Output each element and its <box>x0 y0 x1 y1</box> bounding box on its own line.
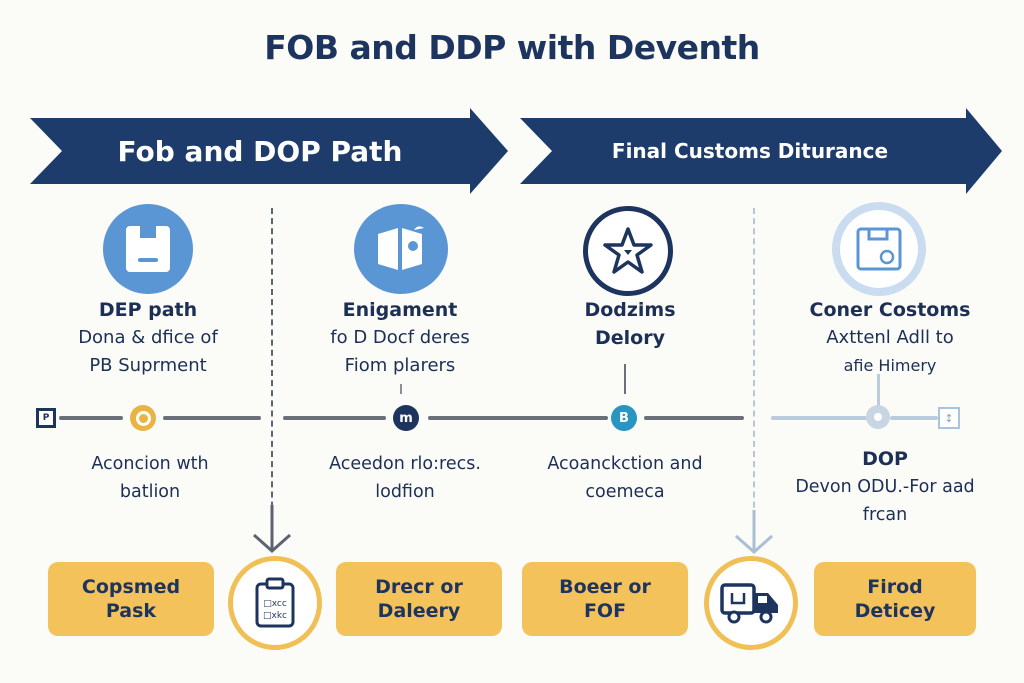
clipboard-checklist-icon: □xcc □xkc <box>255 577 295 628</box>
timeline-segment <box>163 416 261 420</box>
lower-text-line: lodfion <box>375 482 435 502</box>
lower-text-line: Devon ODU.-For aad <box>795 477 975 497</box>
column-body-line: afie Himery <box>843 356 937 375</box>
banner-label: Final Customs Diturance <box>611 139 889 163</box>
pill-line: Copsmed <box>81 576 181 598</box>
clipboard-row: □xcc <box>263 599 287 609</box>
connector-tick <box>877 374 880 410</box>
timeline-node-1[interactable] <box>130 405 156 431</box>
pill-line: Deticey <box>854 600 936 622</box>
column-heading: DEP path <box>98 299 198 321</box>
lower-text-line: frcan <box>862 505 908 525</box>
pill-line: Pask <box>105 600 157 622</box>
column-icon-2 <box>354 204 448 294</box>
pill-line: Daleery <box>377 600 461 622</box>
clipboard-row: □xkc <box>263 611 287 621</box>
column-text-3: Dodzims Delory <box>520 296 740 352</box>
down-arrow-icon <box>253 505 291 554</box>
banner-arrow-shape <box>30 108 508 194</box>
column-text-1: DEP path Dona & dfice of PB Suprment <box>28 296 268 380</box>
node-dot-icon <box>874 413 882 421</box>
target-dot-icon <box>135 410 151 426</box>
pill-line: FOF <box>583 600 627 622</box>
column-heading: Coner Costoms <box>809 299 971 321</box>
column-heading: Enigament <box>342 299 458 321</box>
connector-tick <box>624 364 626 394</box>
timeline-segment <box>771 416 868 420</box>
star-icon <box>603 227 653 274</box>
timeline-end-marker[interactable]: ↕ <box>938 407 960 429</box>
timeline-node-4[interactable] <box>866 405 890 429</box>
banner-final-customs: Final Customs Diturance <box>520 108 1002 194</box>
banner-fob-ddp-path: Fob and DOP Path <box>30 108 508 194</box>
lower-text-4: DOP Devon ODU.-For aad frcan <box>765 445 1005 529</box>
column-body-line: fo D Docf deres <box>330 327 470 348</box>
column-icon-4 <box>832 202 926 296</box>
column-text-2: Enigament fo D Docf deres Fiom plarers <box>290 296 510 380</box>
banner-arrow-shape <box>520 108 1002 194</box>
pill-line: Drecr or <box>375 576 463 598</box>
down-arrow-icon <box>735 510 773 555</box>
divider-dashed-right <box>753 208 755 538</box>
timeline-segment <box>644 416 744 420</box>
timeline-segment <box>59 416 123 420</box>
column-icon-1 <box>103 204 193 294</box>
timeline-start-marker[interactable]: P <box>36 408 56 428</box>
ring-truck[interactable] <box>704 556 798 650</box>
lower-text-2: Aceedon rlo:recs. lodfion <box>295 450 515 506</box>
column-body-line: Fiom plarers <box>344 355 456 376</box>
document-tray-icon <box>126 226 170 272</box>
lower-text-line: Aconcion wth <box>91 454 209 474</box>
column-heading: Dodzims <box>584 299 676 321</box>
lower-text-line: Acoanckction and <box>547 454 703 474</box>
column-icon-3 <box>583 206 673 296</box>
lower-text-3: Acoanckction and coemeca <box>515 450 735 506</box>
timeline-node-3[interactable]: B <box>611 405 637 431</box>
connector-tick <box>400 384 402 394</box>
pill-line: Boeer or <box>559 576 651 598</box>
lower-text-line: Aceedon rlo:recs. <box>329 454 481 474</box>
timeline-segment <box>890 416 938 420</box>
column-body-line: Dona & dfice of <box>78 327 218 348</box>
lower-text-line: batlion <box>119 482 181 502</box>
column-body-line: Delory <box>595 327 665 349</box>
open-book-icon <box>378 226 424 270</box>
timeline-segment <box>283 416 386 420</box>
column-body-line: PB Suprment <box>89 355 207 376</box>
timeline-segment <box>428 416 608 420</box>
lower-text-1: Aconcion wth batlion <box>40 450 260 506</box>
pill-line: Firod <box>867 576 923 598</box>
box-package-icon <box>856 227 902 271</box>
column-body-line: Axttenl Adll to <box>826 327 954 348</box>
ring-clipboard[interactable]: □xcc □xkc <box>228 556 322 650</box>
delivery-truck-icon <box>720 583 778 624</box>
column-text-4: Coner Costoms Axttenl Adll to afie Himer… <box>765 296 1015 380</box>
divider-dashed-left <box>271 208 273 538</box>
banner-label: Fob and DOP Path <box>117 134 403 168</box>
diagram-title: FOB and DDP with Deventh <box>264 28 760 67</box>
lower-text-heading: DOP <box>862 448 908 470</box>
lower-text-line: coemeca <box>585 482 665 502</box>
timeline-node-2[interactable]: m <box>393 405 419 431</box>
